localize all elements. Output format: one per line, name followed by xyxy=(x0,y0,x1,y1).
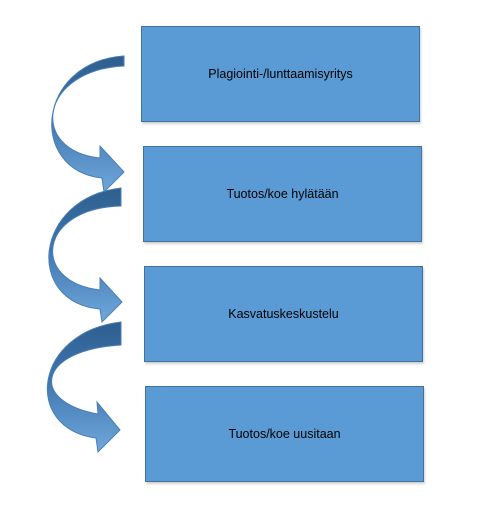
step-label: Kasvatuskeskustelu xyxy=(228,307,339,321)
step-label: Plagiointi-/lunttaamisyritys xyxy=(208,67,353,81)
step-box-work-redone: Tuotos/koe uusitaan xyxy=(145,386,424,482)
step-label: Tuotos/koe hylätään xyxy=(226,187,339,201)
step-box-discussion: Kasvatuskeskustelu xyxy=(144,266,423,362)
curved-arrow-1-icon xyxy=(51,55,125,194)
step-box-plagiarism-attempt: Plagiointi-/lunttaamisyritys xyxy=(141,26,420,122)
step-box-work-rejected: Tuotos/koe hylätään xyxy=(143,146,422,242)
step-label: Tuotos/koe uusitaan xyxy=(228,427,341,441)
curved-arrow-2-icon xyxy=(48,187,123,324)
curved-arrow-3-icon xyxy=(47,321,122,454)
